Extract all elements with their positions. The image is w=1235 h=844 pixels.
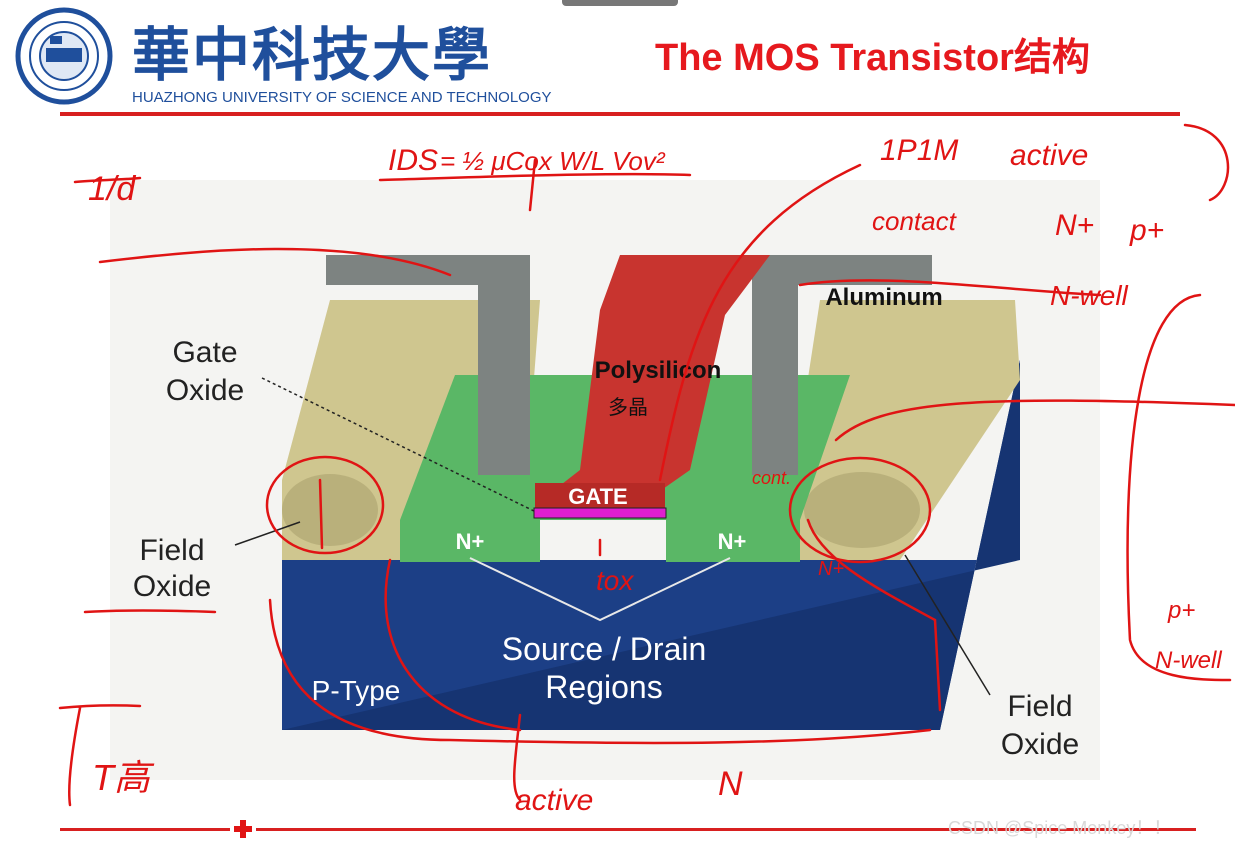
footer-rule-left [60,828,230,831]
window-top-bar [562,0,678,6]
polysilicon-gate [535,255,770,505]
ink-fraction-bar [73,176,142,184]
n-plus-right-region [666,520,800,562]
handwriting-strokes [58,123,1235,807]
ink-stroke-1 [98,247,452,277]
note-active-bottom: active [515,784,593,817]
ink-stroke-2 [268,598,932,745]
field-oxide-right-pointer [904,554,991,696]
ink-arrow-tox-left [318,478,324,550]
source-drain-label-1: Source / Drain [502,631,707,667]
note-cont: cont. [752,468,791,488]
note-n-plus: N+ [1055,209,1094,242]
ink-bracket-right [1126,293,1232,682]
ink-stroke-6 [658,163,862,482]
source-drain-pointer [469,557,731,622]
p-type-label: P-Type [312,675,401,706]
ink-stroke-7 [806,518,942,712]
watermark: CSDN @Spice Monkey！！ [948,818,1172,838]
ink-circle-left [265,455,385,555]
note-t-high: T高 [92,757,155,798]
footer-rule-right [256,828,1196,831]
n-plus-left-label: N+ [456,529,485,554]
university-name-cn: 華中科技大學 [132,21,493,89]
formula-rhs: = ½ μCox W/L Vov² [440,146,666,176]
formula-lhs: IDS [388,144,438,177]
aluminum-left [326,255,530,475]
slide-title: The MOS Transistor结构 [655,37,1090,79]
note-active-top: active [1010,139,1088,172]
ink-stroke-4 [834,399,1235,442]
aluminum-right [752,255,932,475]
substrate-side [282,360,1020,730]
field-oxide-left-pointer [234,521,301,546]
ink-circle-right [788,456,932,564]
aluminum-label: Aluminum [825,284,942,311]
note-p-plus: p+ [1129,214,1164,247]
note-n-bottom: N [718,765,743,803]
note-n-well: N-well [1050,280,1129,311]
ink-underline-formula [378,172,692,182]
ink-underline-field-oxide [83,609,217,614]
ink-stroke-3 [384,558,522,732]
ink-stroke-5 [798,279,1102,297]
n-plus-right-label: N+ [718,529,747,554]
gate-front-face [535,483,665,509]
ink-stroke-8 [512,713,522,802]
note-contact: contact [872,206,958,236]
footer-cross-icon [234,820,252,838]
n-plus-left-region [400,520,540,562]
title-divider [60,112,1180,116]
ink-T-symbol [58,704,142,807]
gate-oxide-label-1: Gate [172,336,237,369]
polysilicon-label: Polysilicon [595,357,722,384]
field-oxide-right-label-2: Oxide [1001,728,1079,761]
field-oxide-left-label-1: Field [139,534,204,567]
gate-label: GATE [568,484,627,509]
source-drain-label-2: Regions [545,669,662,705]
field-oxide-left-label-2: Oxide [133,570,211,603]
gate-oxide-label-2: Oxide [166,374,244,407]
note-n-plus-small: N+ [818,558,844,580]
note-1p1m: 1P1M [880,134,958,167]
ink-bracket-top [1183,123,1230,202]
field-oxide-right-label-1: Field [1007,690,1072,723]
field-oxide-left-end [282,474,378,546]
note-n-well-right: N-well [1155,647,1222,674]
gate-oxide-bar [533,507,667,519]
polysilicon-cn-label: 多晶 [608,396,648,419]
ink-arrow-cox [528,158,537,212]
university-name-en: HUAZHONG UNIVERSITY OF SCIENCE AND TECHN… [132,89,552,106]
note-tox: tox [596,565,634,596]
university-logo [15,7,113,105]
note-one-over-d: 1/d [88,170,136,208]
gate-oxide-pointer [261,377,537,513]
handwriting-text: IDS = ½ μCox W/L Vov² 1P1M active contac… [88,134,1222,817]
field-oxide-right-end [804,472,920,548]
note-p-right: p+ [1167,597,1195,624]
